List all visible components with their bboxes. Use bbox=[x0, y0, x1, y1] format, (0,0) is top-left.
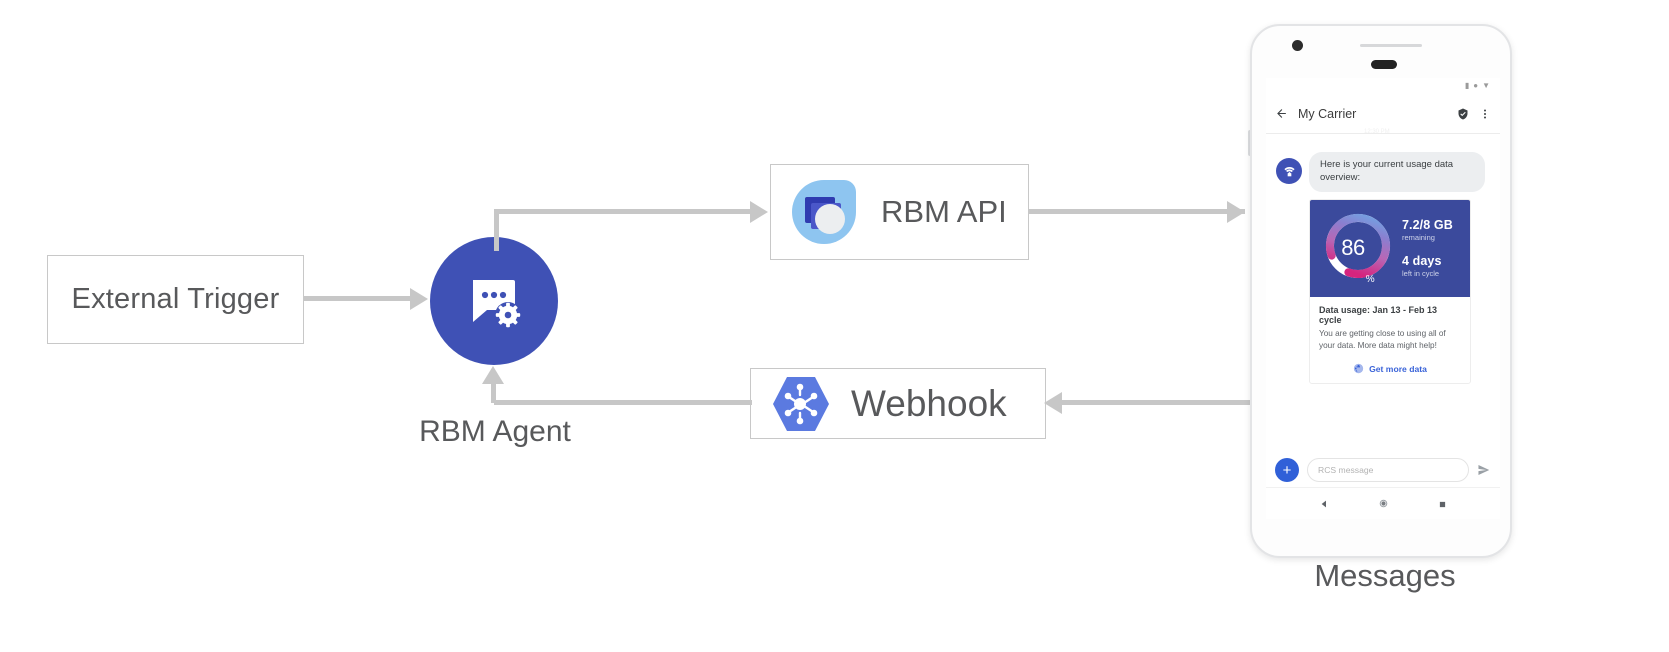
app-bar-title: My Carrier bbox=[1298, 106, 1357, 121]
rcs-message-placeholder: RCS message bbox=[1318, 465, 1374, 475]
connector-agent-to-api-horizontal bbox=[494, 209, 752, 214]
connector-trigger-to-agent bbox=[304, 296, 412, 301]
connector-agent-to-api-vertical bbox=[494, 209, 499, 251]
node-rbm-api[interactable]: RBM API bbox=[770, 164, 1029, 260]
arrowhead-phone-to-webhook bbox=[1044, 392, 1062, 414]
phone-caption: Messages bbox=[1314, 558, 1456, 593]
arrowhead-trigger-to-agent bbox=[410, 288, 428, 310]
hero-stats: 7.2/8 GB remaining 4 days left in cycle bbox=[1396, 218, 1470, 278]
battery-icon: ▮ bbox=[1464, 81, 1470, 90]
back-arrow-icon[interactable] bbox=[1275, 107, 1288, 120]
status-bar: ▮ ● ▼ bbox=[1266, 78, 1500, 94]
get-more-data-button[interactable]: Get more data bbox=[1310, 355, 1470, 383]
external-trigger-label: External Trigger bbox=[71, 283, 280, 315]
stat-data-remaining: 7.2/8 GB remaining bbox=[1402, 218, 1470, 242]
signal-icon: ▼ bbox=[1482, 81, 1490, 90]
connector-webhook-to-agent-vertical bbox=[491, 383, 496, 403]
phone-screen: ▮ ● ▼ My Carrier 12:30 PM bbox=[1266, 78, 1500, 519]
node-rbm-agent[interactable] bbox=[430, 237, 558, 365]
get-more-data-label: Get more data bbox=[1369, 363, 1427, 374]
app-bar: My Carrier 12:30 PM bbox=[1266, 94, 1500, 135]
stat-value: 4 days bbox=[1402, 254, 1442, 269]
arrowhead-agent-to-api bbox=[750, 201, 768, 223]
stat-value: 7.2/8 GB bbox=[1402, 218, 1453, 233]
front-camera-icon bbox=[1292, 40, 1303, 51]
carrier-signal-icon bbox=[1283, 166, 1295, 176]
android-nav-bar bbox=[1266, 487, 1500, 519]
connector-phone-to-webhook bbox=[1060, 400, 1252, 405]
gauge-percent-unit: % bbox=[1365, 273, 1375, 285]
chat-gear-icon bbox=[473, 280, 521, 328]
node-webhook[interactable]: Webhook bbox=[750, 368, 1046, 439]
connector-webhook-to-agent-horizontal bbox=[494, 400, 752, 405]
rich-card-text: You are getting close to using all of yo… bbox=[1319, 328, 1446, 350]
rbm-api-icon bbox=[792, 180, 856, 244]
recents-square-icon[interactable] bbox=[1439, 495, 1446, 513]
stat-caption: remaining bbox=[1402, 233, 1435, 243]
message-row: Here is your current usage data overview… bbox=[1276, 152, 1490, 192]
rcs-message-input[interactable]: RCS message bbox=[1307, 458, 1469, 482]
overflow-menu-icon[interactable] bbox=[1479, 108, 1491, 120]
rich-card[interactable]: 86 % 7.2/8 GB remaining 4 days lef bbox=[1309, 198, 1471, 385]
conversation-thread: Here is your current usage data overview… bbox=[1266, 134, 1500, 385]
webhook-label: Webhook bbox=[851, 382, 1007, 424]
home-circle-icon[interactable] bbox=[1379, 495, 1388, 513]
stat-days-left: 4 days left in cycle bbox=[1402, 254, 1470, 278]
arrowhead-webhook-to-agent bbox=[482, 366, 504, 384]
rich-card-title: Data usage: Jan 13 - Feb 13 cycle bbox=[1319, 304, 1438, 325]
rich-card-hero: 86 % 7.2/8 GB remaining 4 days lef bbox=[1310, 199, 1470, 297]
rich-card-body: Data usage: Jan 13 - Feb 13 cycle You ar… bbox=[1310, 297, 1470, 356]
globe-icon bbox=[1354, 364, 1364, 374]
plus-icon[interactable]: + bbox=[1275, 458, 1299, 482]
rbm-agent-caption: RBM Agent bbox=[419, 415, 571, 448]
app-bar-time: 12:30 PM bbox=[1364, 129, 1390, 135]
gauge-value-group: 86 % bbox=[1320, 208, 1396, 289]
avatar bbox=[1276, 158, 1302, 184]
send-icon[interactable] bbox=[1477, 463, 1491, 477]
dot-icon: ● bbox=[1473, 81, 1479, 90]
back-triangle-icon[interactable] bbox=[1320, 495, 1328, 513]
rbm-api-label: RBM API bbox=[881, 194, 1007, 229]
arrowhead-api-to-phone bbox=[1227, 201, 1245, 223]
earpiece-speaker bbox=[1360, 44, 1422, 47]
sensor-pill bbox=[1371, 60, 1397, 69]
webhook-hexagon-icon bbox=[773, 376, 829, 431]
message-bubble: Here is your current usage data overview… bbox=[1309, 152, 1485, 192]
phone-device: ▮ ● ▼ My Carrier 12:30 PM bbox=[1250, 24, 1512, 558]
stat-caption: left in cycle bbox=[1402, 269, 1440, 279]
node-external-trigger[interactable]: External Trigger bbox=[47, 255, 304, 344]
gauge-percent: 86 bbox=[1341, 235, 1365, 261]
connector-api-to-phone bbox=[1029, 209, 1245, 214]
usage-gauge: 86 % bbox=[1320, 208, 1396, 289]
message-composer: + RCS message bbox=[1266, 458, 1500, 482]
verified-shield-icon[interactable] bbox=[1457, 108, 1469, 120]
phone-bezel-top bbox=[1252, 26, 1510, 84]
